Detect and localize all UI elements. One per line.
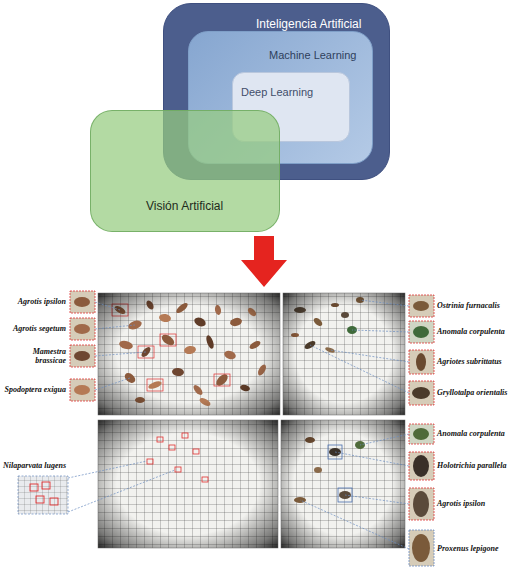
leader-line (360, 434, 409, 445)
insect-thumbnail (409, 488, 434, 520)
detection-box (36, 496, 44, 503)
leader-line (352, 330, 409, 332)
leader-line (300, 500, 409, 549)
insect-thumbnail (409, 452, 434, 480)
insect (74, 324, 90, 334)
thumbnails (409, 295, 434, 566)
species-label: Nilaparvata lugens (2, 461, 66, 470)
leader-line (335, 452, 409, 466)
species-label: Spodoptera exigua (2, 385, 66, 394)
leader-line (68, 470, 175, 512)
leader-lines (68, 300, 409, 549)
species-label: Ostrinia furnacalis (437, 301, 509, 310)
region-title: Deep Learning (241, 86, 313, 99)
photo-vignette (98, 293, 280, 415)
insect-thumbnail (409, 381, 434, 405)
leader-line (95, 352, 146, 356)
insect-thumbnail (70, 345, 95, 367)
thumbnails (70, 291, 95, 401)
species-label: Mamestra brassicae (2, 347, 66, 365)
insect (412, 534, 430, 562)
leader-line (95, 378, 130, 390)
leader-line (95, 325, 135, 329)
insect-thumbnail (409, 321, 434, 343)
species-label: Proxenus lepigone (437, 544, 509, 553)
insect-thumbnail (70, 291, 95, 313)
region-title: Machine Learning (269, 49, 356, 62)
insect (413, 491, 429, 517)
trap-photo (98, 420, 278, 548)
field-region: Visión Artificial (90, 110, 280, 232)
insect (74, 297, 90, 307)
detection-box (42, 482, 50, 489)
zoom-inset (18, 476, 68, 514)
photo-vignette (98, 420, 278, 548)
photo-vignette (281, 420, 405, 548)
insect (74, 385, 90, 395)
species-label: Anomala corpulenta (437, 327, 509, 336)
insect (413, 301, 429, 311)
insect (413, 428, 429, 440)
species-label: Holotrichia parallela (437, 461, 509, 470)
species-label: Agrotis ipsilon (2, 297, 66, 306)
insect (416, 353, 426, 371)
species-label: Agriotes subrittatus (437, 357, 509, 366)
species-label: Gryllotalpa orientalis (437, 388, 509, 397)
leader-line (68, 461, 147, 478)
insect-thumbnail (409, 530, 434, 566)
species-label: Agrotis ipsilon (437, 499, 509, 508)
insect (412, 387, 430, 399)
region-title: Inteligencia Artificial (256, 17, 361, 31)
region-title: Visión Artificial (146, 199, 223, 213)
species-label: Agrotis segetum (2, 324, 66, 333)
insect (413, 326, 429, 338)
insect-thumbnail (70, 318, 95, 340)
trap-photo (281, 420, 405, 548)
leader-line (95, 302, 120, 310)
insect-thumbnail (409, 350, 434, 374)
species-label: Anomala corpulenta (437, 429, 509, 438)
insect-thumbnail (70, 379, 95, 401)
insect-thumbnail (409, 424, 434, 444)
insect (74, 351, 90, 361)
leader-line (345, 495, 409, 504)
photo-vignette (283, 293, 405, 415)
detection-box (50, 498, 58, 505)
down-arrow (241, 236, 287, 287)
leader-line (360, 300, 409, 306)
trap-photo (283, 293, 405, 415)
insect-thumbnail (409, 295, 434, 317)
trap-photo (98, 293, 280, 415)
leader-line (310, 345, 409, 393)
detection-box (30, 484, 38, 491)
insect (413, 455, 429, 477)
